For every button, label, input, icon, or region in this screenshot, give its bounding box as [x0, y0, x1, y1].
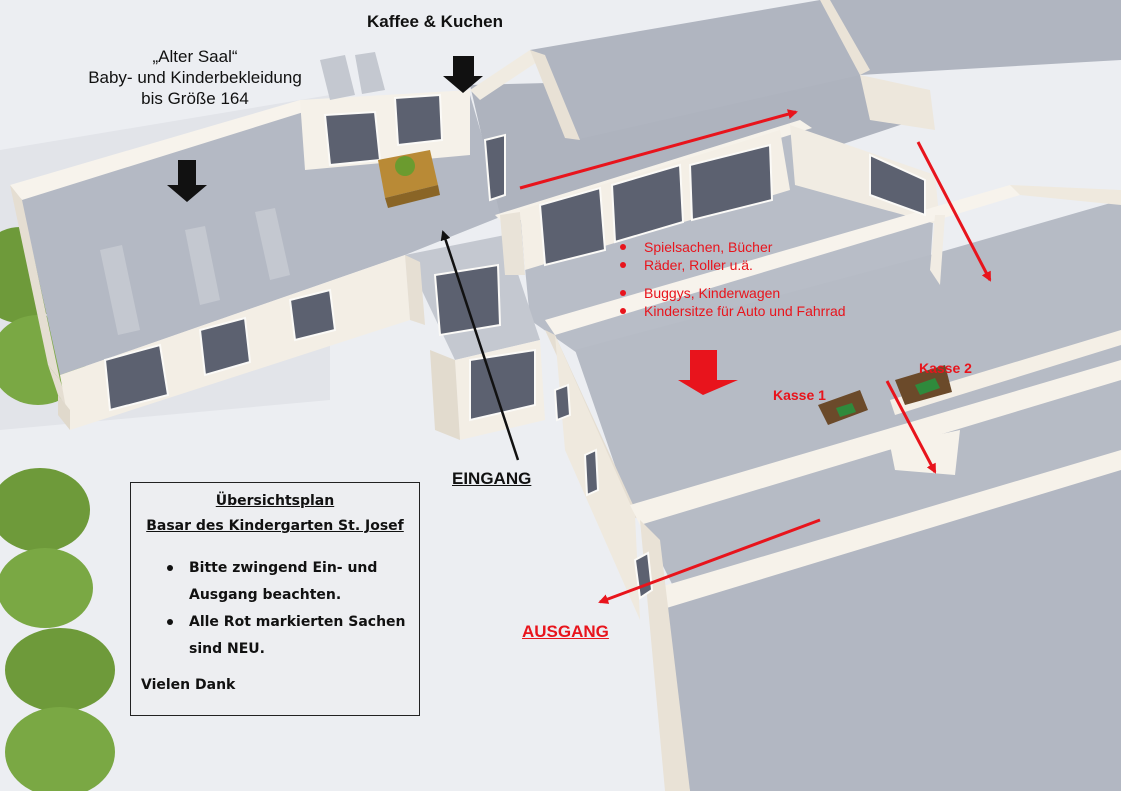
entrance-path-arrow [440, 230, 520, 461]
exit-path-arrows [519, 109, 992, 604]
legend-bullets: Bitte zwingend Ein- und Ausgang beachten… [159, 555, 409, 663]
new-item: Räder, Roller u.ä. [618, 256, 772, 274]
new-items-list-top: Spielsachen, Bücher Räder, Roller u.ä. [618, 238, 772, 274]
ausgang-label: AUSGANG [522, 622, 609, 641]
kaffee-kuchen-label: Kaffee & Kuchen [367, 12, 504, 31]
alter-saal-line-3: bis Größe 164 [141, 89, 249, 108]
new-item: Buggys, Kinderwagen [618, 284, 846, 302]
legend-thanks: Vielen Dank [141, 677, 236, 693]
legend-box: Übersichtsplan Basar des Kindergarten St… [130, 482, 420, 716]
legend-subtitle: Basar des Kindergarten St. Josef [146, 518, 404, 534]
kasse-1-label: Kasse 1 [773, 387, 826, 403]
new-item: Kindersitze für Auto und Fahrrad [618, 302, 846, 320]
legend-bullet: Alle Rot markierten Sachen sind NEU. [159, 609, 409, 663]
alter-saal-line-2: Baby- und Kinderbekleidung [88, 68, 302, 87]
down-arrow-red [678, 350, 738, 395]
kasse-2-label: Kasse 2 [919, 360, 972, 376]
legend-bullet: Bitte zwingend Ein- und Ausgang beachten… [159, 555, 409, 609]
legend-title: Übersichtsplan [215, 493, 335, 509]
alter-saal-label: „Alter Saal“ Baby- und Kinderbekleidung … [40, 46, 350, 109]
building [10, 0, 1121, 791]
new-items-list-bottom: Buggys, Kinderwagen Kindersitze für Auto… [618, 284, 846, 320]
alter-saal-line-1: „Alter Saal“ [152, 47, 238, 66]
eingang-label: EINGANG [452, 469, 532, 488]
new-item: Spielsachen, Bücher [618, 238, 772, 256]
